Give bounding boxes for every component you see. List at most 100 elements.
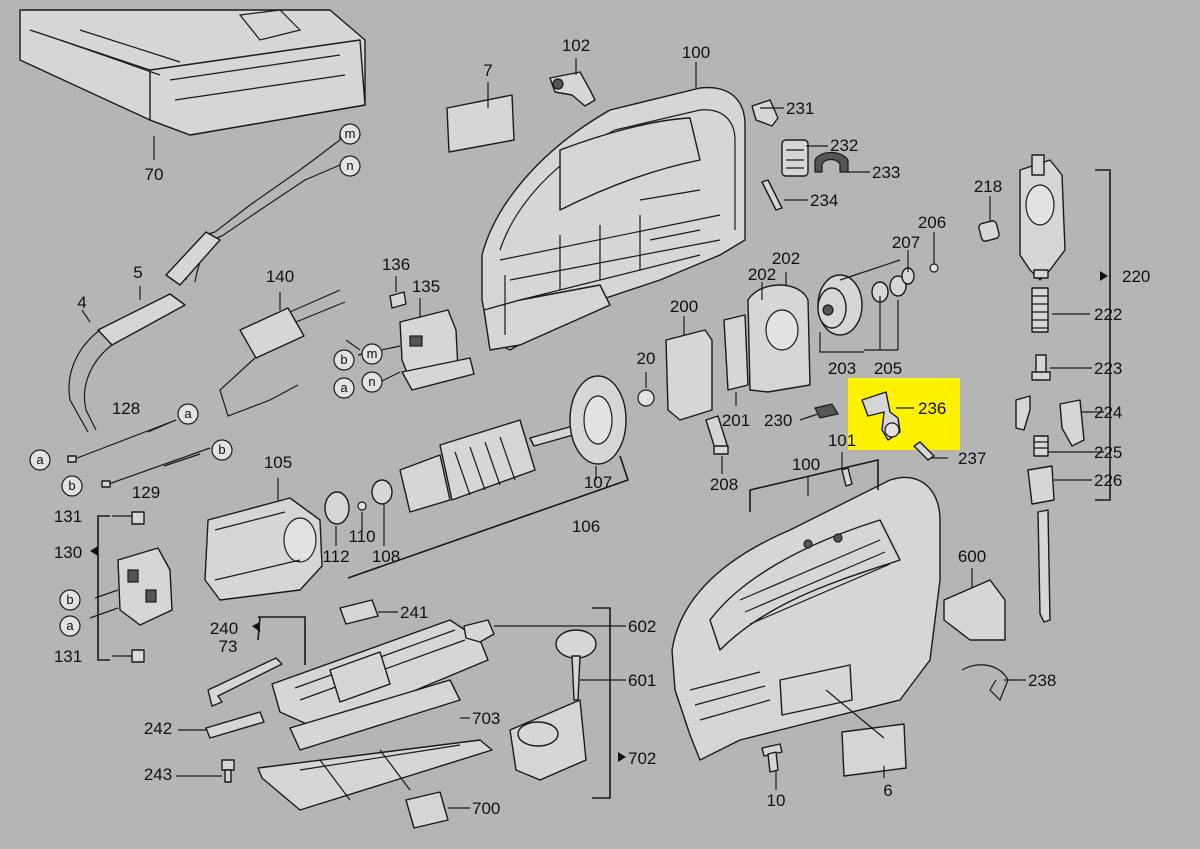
label-236: 236 [918, 399, 946, 418]
connector-b4: b [66, 592, 73, 607]
connector-n1: n [346, 158, 353, 173]
label-224: 224 [1094, 403, 1122, 422]
blade-pin [1037, 509, 1051, 623]
bracket-702 [592, 607, 611, 799]
label-106: 106 [572, 517, 600, 536]
capacitor-140 [219, 289, 346, 417]
plunger-assembly-220 [1019, 154, 1066, 281]
bracket-100-bottom [749, 458, 879, 512]
label-7: 7 [483, 61, 492, 80]
label-112: 112 [322, 547, 349, 566]
clip-224b [1059, 399, 1085, 447]
pin-101 [841, 467, 853, 487]
wire-128 [71, 419, 177, 461]
washer-206 [929, 263, 939, 273]
dust-plate-701 [257, 739, 493, 811]
wire-129-end [101, 480, 111, 488]
bearing-108 [371, 479, 393, 505]
stator-105 [204, 497, 323, 601]
label-101: 101 [828, 431, 856, 450]
label-233: 233 [872, 163, 900, 182]
carry-case-part [19, 9, 366, 136]
label-5: 5 [133, 263, 142, 282]
power-cable-4 [68, 231, 221, 433]
label-131-bottom: 131 [54, 647, 82, 666]
pad-230 [814, 403, 839, 419]
label-702: 702 [628, 749, 656, 768]
label-plate-6 [841, 723, 907, 777]
screw-223 [1031, 354, 1051, 381]
clamp-242 [205, 711, 265, 739]
clamp-702 [509, 699, 587, 781]
bearings-207 [871, 267, 915, 303]
motor-housing-bottom-part [671, 476, 941, 761]
label-20: 20 [637, 349, 656, 368]
label-202a: 202 [748, 265, 776, 284]
plate-202a [723, 314, 749, 391]
connector-m1: m [345, 126, 356, 141]
label-226: 226 [1094, 471, 1122, 490]
label-102: 102 [562, 36, 590, 55]
label-203: 203 [828, 359, 856, 378]
roller-holder-236 [861, 391, 901, 441]
label-218: 218 [974, 177, 1002, 196]
base-plate-240 [271, 619, 489, 731]
leader-lines [81, 58, 1104, 809]
gear-housing-200 [665, 329, 713, 421]
clip-231 [751, 99, 779, 127]
label-4: 4 [77, 293, 86, 312]
shoe-cover-703 [289, 679, 461, 751]
connector-a1: a [340, 380, 348, 395]
bracket-106 [347, 455, 630, 579]
label-107: 107 [584, 473, 612, 492]
screw-136 [389, 291, 407, 309]
label-105: 105 [264, 453, 292, 472]
label-220: 220 [1122, 267, 1150, 286]
label-700: 700 [472, 799, 500, 818]
screw-601 [555, 629, 597, 701]
bracket-240 [257, 616, 306, 665]
label-243: 243 [144, 765, 172, 784]
brush-131-bottom [131, 649, 145, 663]
label-231: 231 [786, 99, 814, 118]
label-140: 140 [266, 267, 294, 286]
screw-208 [705, 415, 729, 455]
screw-10 [761, 743, 783, 773]
label-223: 223 [1094, 359, 1122, 378]
connector-b2: b [218, 442, 225, 457]
connector-a3: a [36, 452, 44, 467]
wire-128-end [67, 455, 77, 463]
label-108: 108 [372, 547, 400, 566]
label-242: 242 [144, 719, 172, 738]
filter-232 [781, 139, 809, 177]
brush-holder-130 [117, 547, 173, 626]
label-6: 6 [883, 781, 892, 800]
cable-wires-m-n [185, 139, 341, 283]
switch-135 [399, 309, 475, 391]
label-207: 207 [892, 233, 920, 252]
label-600: 600 [958, 547, 986, 566]
gear-203 [817, 259, 901, 336]
connector-b3: b [68, 478, 75, 493]
clip-224a [1015, 395, 1031, 431]
label-100-top: 100 [682, 43, 710, 62]
label-225: 225 [1094, 443, 1122, 462]
label-130: 130 [54, 543, 82, 562]
washer-20 [637, 389, 655, 407]
label-200: 200 [670, 297, 698, 316]
label-602: 602 [628, 617, 656, 636]
label-205: 205 [874, 359, 902, 378]
connector-a2: a [184, 406, 192, 421]
bracket-130 [97, 515, 110, 661]
bracket-220 [1095, 169, 1111, 501]
label-230: 230 [764, 411, 792, 430]
label-136: 136 [382, 255, 410, 274]
brush-131-top [131, 511, 145, 525]
bearing-112 [324, 491, 350, 525]
label-128: 128 [112, 399, 140, 418]
screw-243 [221, 759, 235, 783]
connector-a4: a [66, 618, 74, 633]
label-202b: 202 [772, 249, 800, 268]
hex-key-73 [207, 657, 283, 707]
